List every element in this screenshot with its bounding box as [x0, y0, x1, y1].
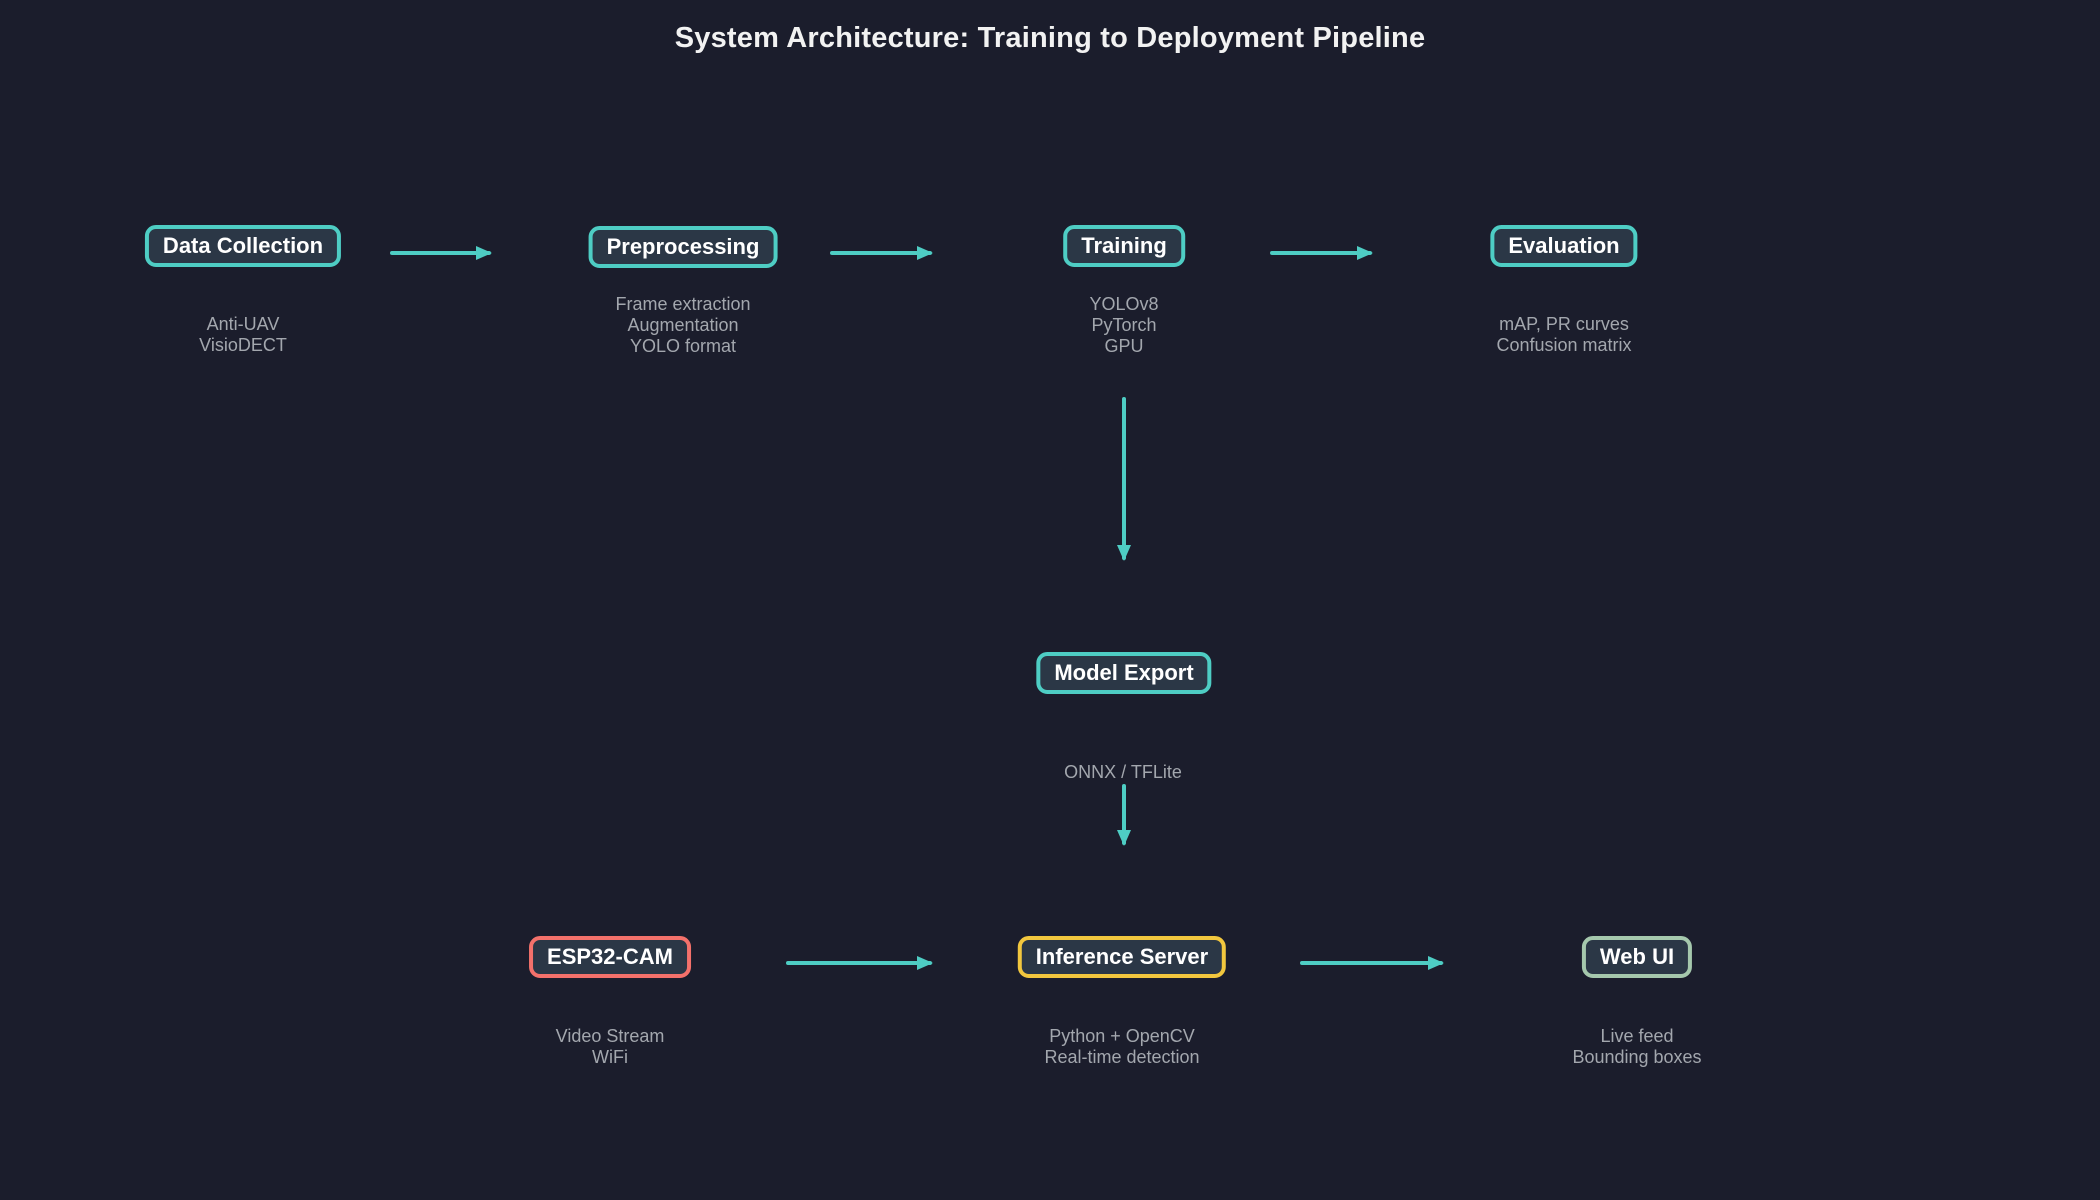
node-model-export-details: ONNX / TFLite	[1064, 762, 1182, 782]
node-model-export: Model Export	[1036, 652, 1212, 694]
node-preprocessing: Preprocessing	[588, 226, 778, 268]
node-esp32-cam-details: Video Stream WiFi	[555, 1026, 665, 1067]
node-data-collection-details: Anti-UAV VisioDECT	[199, 314, 287, 355]
node-evaluation: Evaluation	[1490, 225, 1638, 267]
node-evaluation-details: mAP, PR curves Confusion matrix	[1496, 314, 1632, 355]
node-web-ui-details: Live feed Bounding boxes	[1572, 1026, 1702, 1067]
node-esp32-cam: ESP32-CAM	[529, 936, 691, 978]
node-inference-server-details: Python + OpenCV Real-time detection	[1044, 1026, 1200, 1067]
node-preprocessing-details: Frame extraction Augmentation YOLO forma…	[615, 294, 751, 356]
page-title: System Architecture: Training to Deploym…	[674, 22, 1426, 54]
node-web-ui: Web UI	[1581, 936, 1693, 978]
node-inference-server: Inference Server	[1017, 936, 1227, 978]
node-data-collection: Data Collection	[144, 225, 342, 267]
node-training-details: YOLOv8 PyTorch GPU	[1089, 294, 1159, 356]
node-training: Training	[1063, 225, 1185, 267]
